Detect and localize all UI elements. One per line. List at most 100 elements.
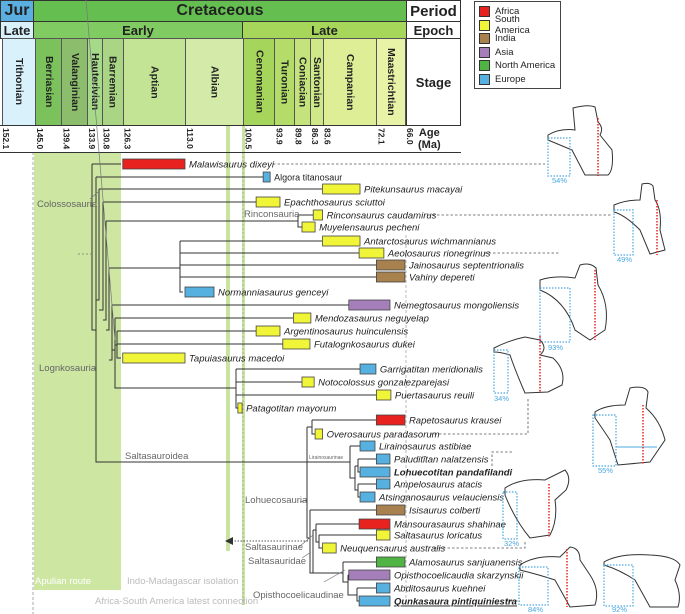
- taxon-saltasaurus-loricatus: Saltasaurus loricatus: [375, 529, 482, 542]
- stage-berriasian: Berriasian: [35, 38, 63, 126]
- vertebra-rinconsaurus: [613, 182, 666, 256]
- range-bar: [322, 235, 361, 247]
- stage-turonian: Turonian: [274, 38, 295, 126]
- range-bar: [262, 171, 271, 183]
- vertebra-qunkasaura: [518, 546, 598, 608]
- taxon-epachthosaurus-sciuttoi: Epachthosaurus sciuttoi: [255, 196, 386, 209]
- taxon-opisthocoelicaudia-skarzynskii: Opisthocoelicaudia skarzynskii: [348, 569, 524, 582]
- stage-name: Coniacian: [296, 56, 309, 108]
- percentage-label: 93%: [548, 343, 564, 352]
- taxon-name: Lohuecotitan pandafilandi: [394, 468, 513, 479]
- taxon-name: Atsinganosaurus velauciensis: [378, 493, 504, 504]
- age-tick-label: 86.3: [309, 128, 320, 145]
- range-bar: [375, 582, 391, 594]
- percentage-label: 32%: [504, 539, 520, 548]
- apulian-route-label: Apulian route: [35, 576, 91, 587]
- percentage-label: 54%: [552, 176, 568, 185]
- age-tick-label: 145.0: [35, 128, 46, 150]
- taxon-alamosaurus-sanjuanensis: Alamosaurus sanjuanensis: [375, 556, 523, 569]
- range-bar: [348, 299, 391, 311]
- vertebra-lirainosaurus: [502, 469, 570, 540]
- stage-campanian: Campanian: [322, 38, 378, 126]
- age-tick-label: 139.4: [61, 128, 72, 150]
- percentage-label: 49%: [617, 255, 633, 264]
- taxon-name: Muyelensaurus pecheni: [319, 223, 420, 234]
- taxon-name: Rinconsaurus caudamirus: [327, 211, 437, 222]
- range-bar: [322, 542, 337, 554]
- taxon-name: Epachthosaurus sciuttoi: [284, 198, 386, 209]
- legend-label: Europe: [495, 73, 526, 85]
- legend-swatch: [479, 46, 490, 58]
- stage-name: Aptian: [148, 65, 161, 99]
- taxon-name: Ampelosaurus atacis: [393, 480, 482, 491]
- percentage-label: 55%: [598, 466, 614, 475]
- taxon-argentinosaurus-huinculensis: Argentinosaurus huinculensis: [255, 325, 408, 338]
- range-bar: [358, 595, 391, 607]
- taxon-name: Normanniasaurus genceyi: [218, 288, 329, 299]
- range-bar: [375, 259, 406, 271]
- taxon-name: Vahiny depereti: [409, 273, 476, 284]
- age-tick-label: 83.6: [322, 128, 333, 145]
- stage-name: Santonian: [310, 56, 323, 108]
- taxon-name: Rapetosaurus krausei: [409, 416, 502, 427]
- taxon-atsinganosaurus-velauciensis: Atsinganosaurus velauciensis: [359, 491, 504, 504]
- taxon-name: Neuquensaurus australis: [340, 544, 445, 555]
- taxon-garrigatitan-meridionalis: Garrigatitan meridionalis: [359, 363, 483, 376]
- legend-item-africa: Africa: [479, 5, 556, 19]
- taxon-normanniasaurus-genceyi: Normanniasaurus genceyi: [184, 286, 329, 299]
- taxon-nemegtosaurus-mongoliensis: Nemegtosaurus mongoliensis: [348, 299, 519, 312]
- taxon-name: Tapuiasaurus macedoi: [189, 354, 285, 365]
- legend-item-north-america: North America: [479, 59, 556, 73]
- age-tick-label: 113.0: [184, 128, 195, 149]
- indo-madagascar-label: Indo-Madagascar isolation: [127, 576, 239, 587]
- stage-tithonian: Tithonian: [2, 38, 37, 126]
- range-bar: [348, 569, 391, 581]
- taxon-name: Garrigatitan meridionalis: [380, 365, 483, 376]
- range-bar: [359, 440, 376, 452]
- clade-pointers: [78, 0, 346, 583]
- legend-item-asia: Asia: [479, 46, 556, 60]
- range-bar: [375, 453, 391, 465]
- taxon-qunkasaura-pintiquiniestra: Qunkasaura pintiquiniestra: [358, 595, 517, 608]
- taxon-antarctosaurus-wichmannianus: Antarctosaurus wichmannianus: [322, 235, 496, 248]
- taxon-algora-titanosaur: Algora titanosaur: [262, 171, 342, 183]
- age-column-label: Age (Ma): [418, 127, 441, 151]
- range-bar: [122, 158, 186, 170]
- age-tick-label: 93.9: [274, 128, 285, 145]
- range-bar: [301, 376, 315, 388]
- taxon-jainosaurus-septentrionalis: Jainosaurus septentrionalis: [375, 259, 524, 272]
- legend-item-south-america: South America: [479, 14, 556, 36]
- range-bar: [375, 478, 391, 490]
- range-bar: [375, 529, 391, 541]
- range-bar: [375, 414, 406, 426]
- taxon-name: Argentinosaurus huinculensis: [283, 327, 408, 338]
- range-bar: [359, 466, 391, 478]
- taxon-name: Futalognkosaurus dukei: [314, 340, 416, 351]
- stage-name: Berriasian: [42, 56, 55, 108]
- taxon-aeolosaurus-rionegrinus: Aeolosaurus rionegrinus: [358, 247, 491, 260]
- stage-name: Cenomanian: [253, 50, 266, 114]
- range-bar: [312, 209, 323, 221]
- stage-column-label: Stage: [406, 38, 461, 126]
- legend-item-europe: Europe: [479, 73, 556, 87]
- taxon-mendozasaurus-neguyelap: Mendozasaurus neguyelap: [293, 312, 429, 325]
- legend-label: North America: [495, 60, 556, 72]
- clade-lirainosaurinae: Lirainosaurinae: [309, 455, 344, 461]
- taxon-name: Pitekunsaurus macayai: [364, 185, 463, 196]
- age-label: Age: [418, 127, 440, 139]
- taxon-name: Nemegtosaurus mongoliensis: [394, 301, 519, 312]
- taxon-name: Puertasaurus reuili: [395, 391, 475, 402]
- period-jurassic: Jur: [0, 0, 34, 22]
- range-bar: [237, 402, 243, 414]
- age-tick-label: 100.5: [243, 128, 254, 150]
- percentage-label: 34%: [494, 394, 510, 403]
- dispersal-arrow: [225, 537, 308, 545]
- taxon-puertasaurus-reuili: Puertasaurus reuili: [375, 389, 475, 402]
- taxon-paludit-tan-nalatzensis: Paluditītan nalatzensis: [375, 453, 489, 466]
- percentage-label: 84%: [528, 605, 544, 614]
- range-bar: [375, 271, 406, 283]
- epoch-late-cretaceous: Late: [242, 21, 407, 39]
- legend-swatch: [479, 19, 490, 31]
- vertebra-aeolosaurus: [539, 263, 607, 343]
- taxon-name: Notocolossus gonzalezparejasi: [318, 378, 450, 389]
